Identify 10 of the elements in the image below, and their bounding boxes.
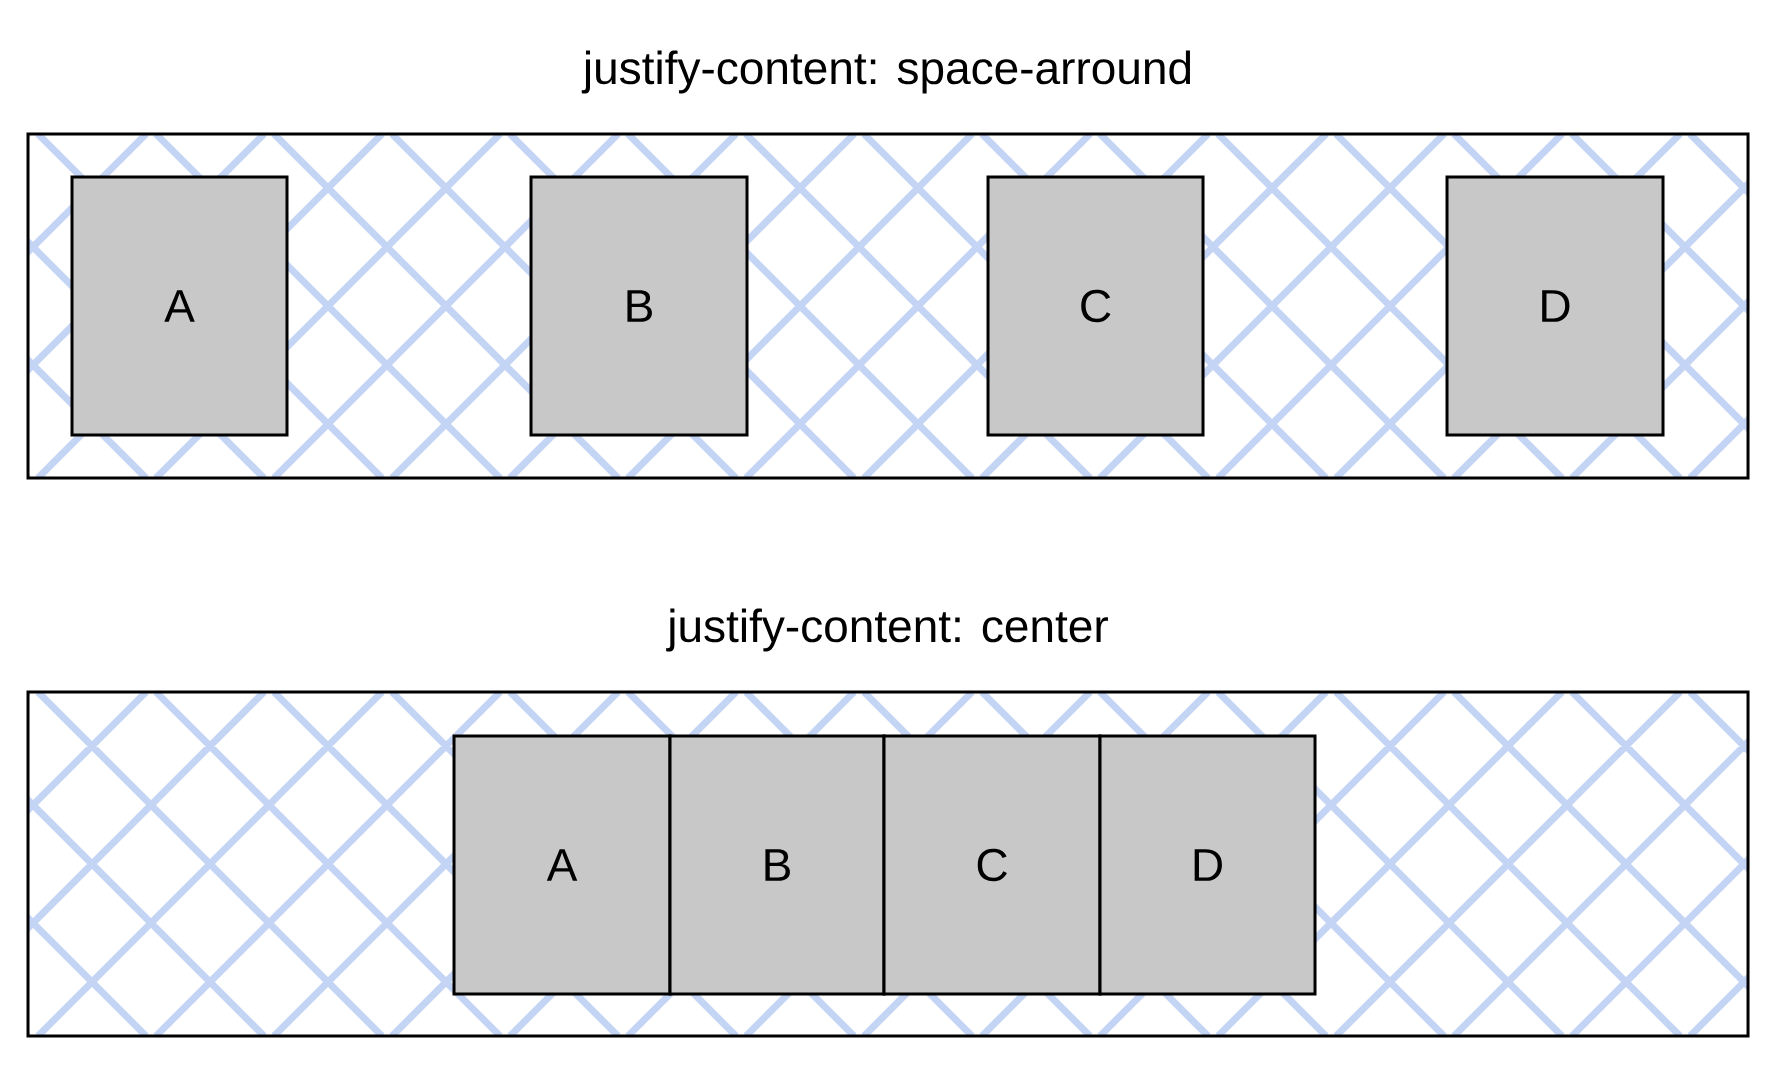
- item-box: B: [668, 734, 886, 996]
- item-box: D: [1445, 175, 1665, 437]
- item-box: C: [986, 175, 1205, 437]
- heading: justify-content: center: [666, 608, 1108, 652]
- item-box: C: [882, 734, 1102, 996]
- item-box: A: [452, 734, 672, 996]
- heading: justify-content: space-arround: [581, 50, 1191, 94]
- item-box: D: [1098, 734, 1317, 996]
- item-box: A: [70, 175, 289, 437]
- item-box: B: [529, 175, 749, 437]
